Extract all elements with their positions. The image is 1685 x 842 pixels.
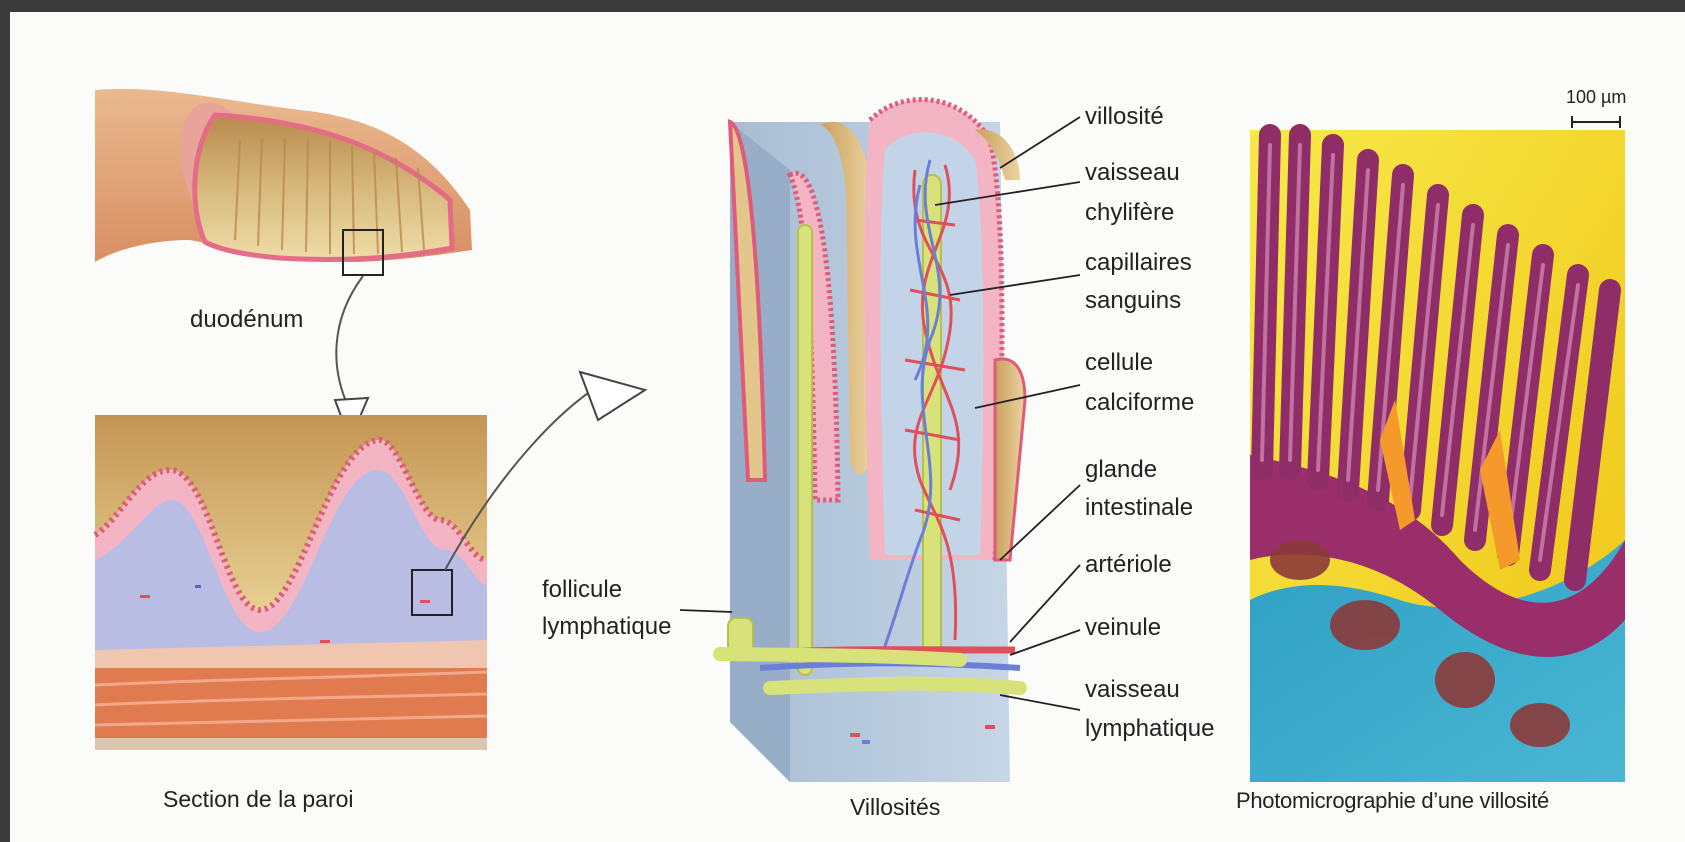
label-vaisseau-chylifere-line1: vaisseau	[1085, 158, 1180, 188]
label-follicule-line2: lymphatique	[542, 612, 671, 642]
scale-bar	[1572, 116, 1620, 128]
label-cellule-line2: calciforme	[1085, 388, 1194, 418]
scale-bar-label: 100 µm	[1566, 82, 1626, 112]
label-follicule-line1: follicule	[542, 575, 622, 605]
wall-section-caption: Section de la paroi	[163, 784, 354, 814]
zoom-arrowhead-2	[580, 372, 645, 420]
label-glande-line2: intestinale	[1085, 493, 1193, 523]
label-vaisseau-lymphatique-line1: vaisseau	[1085, 675, 1180, 705]
label-villosite: villosité	[1085, 102, 1164, 132]
zoom-arrow-1	[336, 276, 363, 410]
label-vaisseau-lymphatique-line2: lymphatique	[1085, 714, 1214, 744]
wall-section-illustration	[95, 415, 487, 750]
label-glande-line1: glande	[1085, 455, 1157, 485]
label-cellule-line1: cellule	[1085, 348, 1153, 378]
label-vaisseau-chylifere-line2: chylifère	[1085, 198, 1174, 228]
label-arteriole: artériole	[1085, 550, 1172, 580]
micrograph-image	[1250, 130, 1625, 782]
label-capillaires-line2: sanguins	[1085, 286, 1181, 316]
micrograph-caption: Photomicrographie d’une villosité	[1236, 786, 1549, 816]
label-capillaires-line1: capillaires	[1085, 248, 1192, 278]
duodenum-label: duodénum	[190, 305, 303, 335]
villi-illustration	[720, 100, 1025, 782]
duodenum-illustration	[95, 89, 472, 275]
villi-caption: Villosités	[850, 792, 940, 822]
label-veinule: veinule	[1085, 613, 1161, 643]
